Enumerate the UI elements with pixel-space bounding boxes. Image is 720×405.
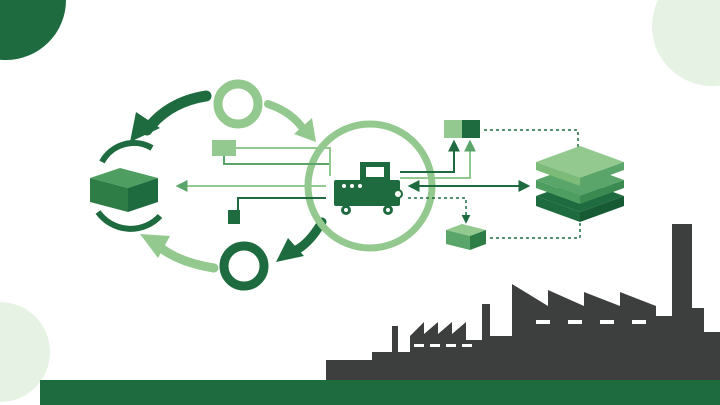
recycle-arrowhead-top-left xyxy=(130,112,160,142)
recycle-arrowhead-bottom-left xyxy=(140,234,170,258)
output-connectors xyxy=(400,120,581,250)
bottom-band xyxy=(40,380,720,405)
recycle-arrowhead-bottom-right xyxy=(276,238,304,262)
box-icon xyxy=(90,168,158,212)
output-block-dark xyxy=(462,120,480,138)
connector-line xyxy=(400,139,476,179)
box-icon xyxy=(446,224,486,250)
box-orbit-arc xyxy=(99,140,154,164)
machine-icon xyxy=(334,162,403,215)
recycle-arrow-icon xyxy=(287,217,327,257)
connector-line xyxy=(237,197,326,212)
recycle-node-top xyxy=(213,79,263,129)
dotted-connector xyxy=(490,222,581,239)
input-block-top xyxy=(212,140,236,156)
corner-blob-top-left xyxy=(0,0,66,60)
factory-icon xyxy=(326,224,720,380)
connector-line xyxy=(400,139,460,173)
central-hub xyxy=(175,120,436,252)
dotted-connector xyxy=(484,129,579,150)
recycle-arrow-icon xyxy=(141,90,212,136)
output-block-light xyxy=(444,120,462,138)
box-orbit-arc xyxy=(95,210,163,232)
connector-line xyxy=(236,147,331,176)
input-block-bottom xyxy=(228,210,240,224)
recycle-arrowhead-top-right xyxy=(294,118,316,142)
recycle-arrow-icon xyxy=(151,239,219,273)
corner-blob-top-right xyxy=(652,0,720,86)
recycle-node-bottom xyxy=(219,241,269,291)
recycle-arrow-icon xyxy=(264,100,308,134)
layer-stack-icon xyxy=(536,146,624,222)
connector-line xyxy=(223,156,330,165)
corner-blob-bottom-left xyxy=(0,302,50,402)
dotted-connector xyxy=(408,197,471,224)
recycle-loop xyxy=(90,79,327,291)
